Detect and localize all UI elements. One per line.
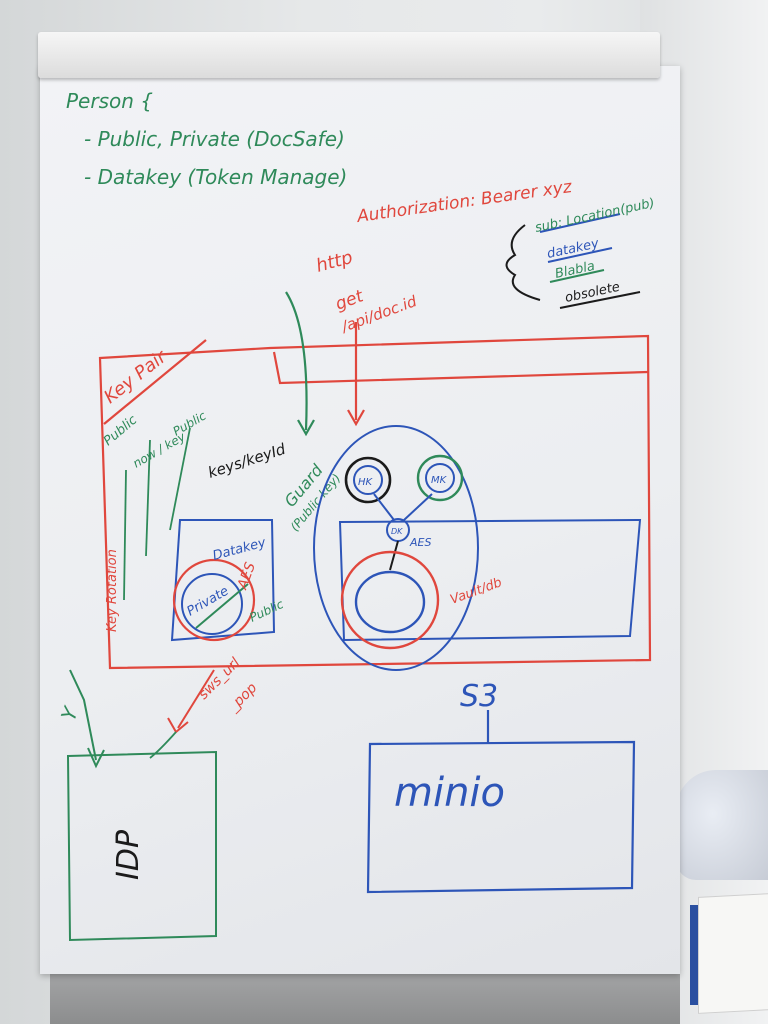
aes-label: AES bbox=[234, 560, 259, 592]
person-line-2: - Datakey (Token Manage) bbox=[84, 165, 347, 189]
aes-label-2: AES bbox=[409, 536, 431, 549]
minio-label: minio bbox=[394, 770, 505, 816]
token-crossed: Blabla bbox=[554, 259, 597, 282]
pop-label: _pop bbox=[225, 680, 261, 716]
idp-label: IDP bbox=[111, 829, 146, 880]
person-line-1: - Public, Private (DocSafe) bbox=[84, 127, 345, 151]
key-rotation-label: Key Rotation bbox=[105, 549, 120, 632]
flipchart-clip-bar bbox=[38, 32, 660, 78]
chair-back bbox=[676, 770, 768, 880]
hk-label: HK bbox=[358, 477, 374, 488]
http-label: http bbox=[314, 247, 355, 277]
idp-arrow-label: Y bbox=[56, 702, 83, 723]
dk-label: DK bbox=[391, 527, 403, 536]
private-label: Private bbox=[185, 584, 232, 620]
public-label: Public bbox=[101, 413, 140, 449]
mk-label: MK bbox=[431, 475, 448, 486]
person-title: Person { bbox=[66, 89, 153, 113]
token-sub: sub: Location(pub) bbox=[534, 196, 656, 236]
s3-label: S3 bbox=[460, 679, 498, 714]
datakey-label: Datakey bbox=[211, 535, 268, 564]
keys-endpoint-label: keys/keyId bbox=[206, 440, 288, 482]
